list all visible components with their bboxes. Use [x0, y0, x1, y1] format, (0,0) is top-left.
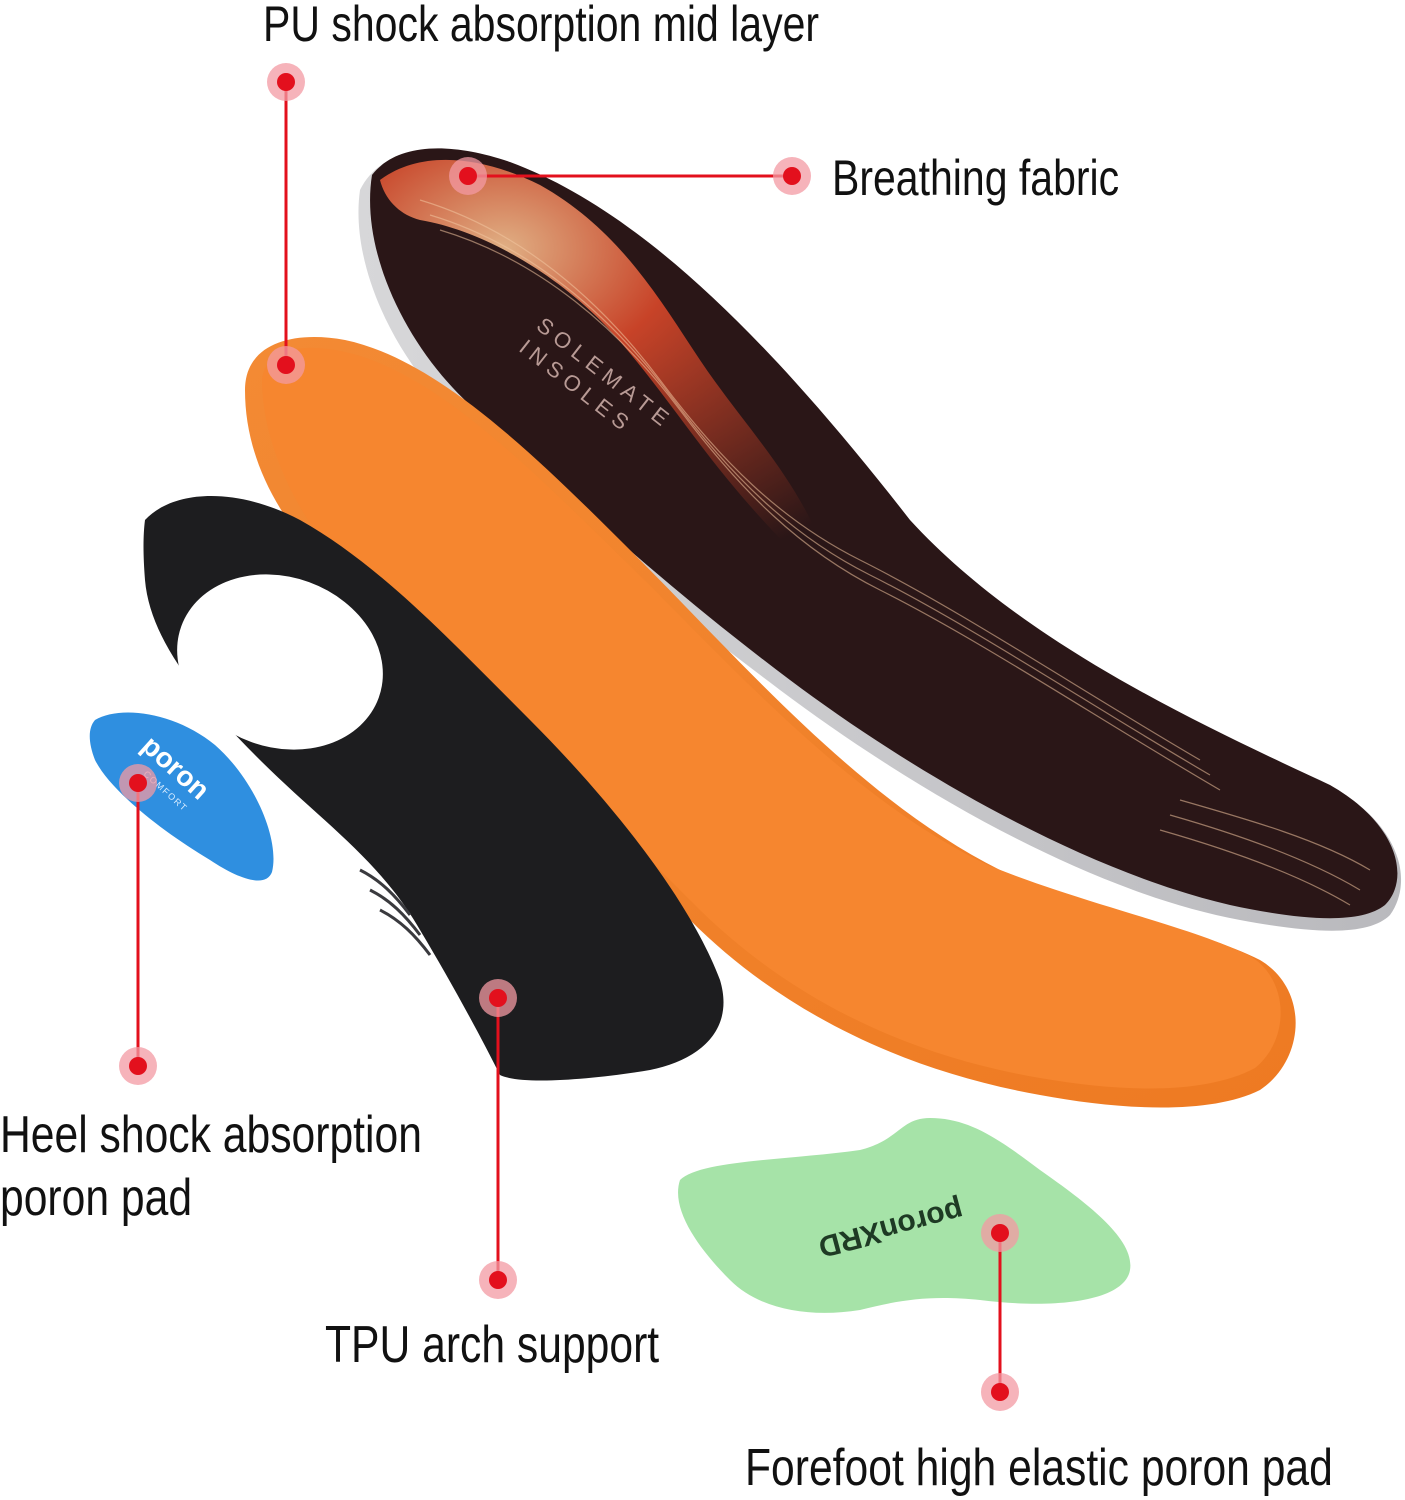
label-heel-pad: Heel shock absorption poron pad [0, 1104, 422, 1231]
insole-swirl-pattern [380, 159, 1200, 750]
marker-heel-point [119, 764, 157, 802]
marker-dots [119, 63, 1019, 1411]
heel-pad-body [89, 712, 274, 881]
connector-lines [136, 82, 1002, 1392]
breathing-fabric-insole: SOLEMATE INSOLES [358, 148, 1402, 931]
pu-mid-layer [245, 337, 1296, 1108]
tpu-arch-support [143, 496, 724, 1081]
forefoot-poron-pad: poronXRD [678, 1118, 1131, 1313]
marker-pu-point [267, 346, 305, 384]
label-heel-pad-line1: Heel shock absorption [0, 1106, 422, 1164]
arch-support-cutout [177, 574, 383, 750]
marker-forefoot-end [981, 1373, 1019, 1411]
mid-layer-top-face [262, 347, 1281, 1089]
label-heel-pad-line2: poron pad [0, 1169, 193, 1228]
marker-fabric-point [449, 157, 487, 195]
label-tpu-arch: TPU arch support [325, 1316, 660, 1374]
label-pu-mid-layer: PU shock absorption mid layer [263, 0, 820, 52]
forefoot-pad-body [678, 1118, 1131, 1313]
marker-forefoot-point [981, 1214, 1019, 1252]
insole-fine-lines [419, 199, 1371, 906]
marker-heel-end [119, 1047, 157, 1085]
marker-tpu-end [479, 1261, 517, 1299]
arch-support-ribs [359, 868, 432, 956]
marker-fabric-end [773, 157, 811, 195]
label-forefoot-pad: Forefoot high elastic poron pad [745, 1439, 1333, 1497]
marker-pu-top [267, 63, 305, 101]
label-breathing-fabric: Breathing fabric [832, 150, 1120, 206]
marker-tpu-point [479, 979, 517, 1017]
